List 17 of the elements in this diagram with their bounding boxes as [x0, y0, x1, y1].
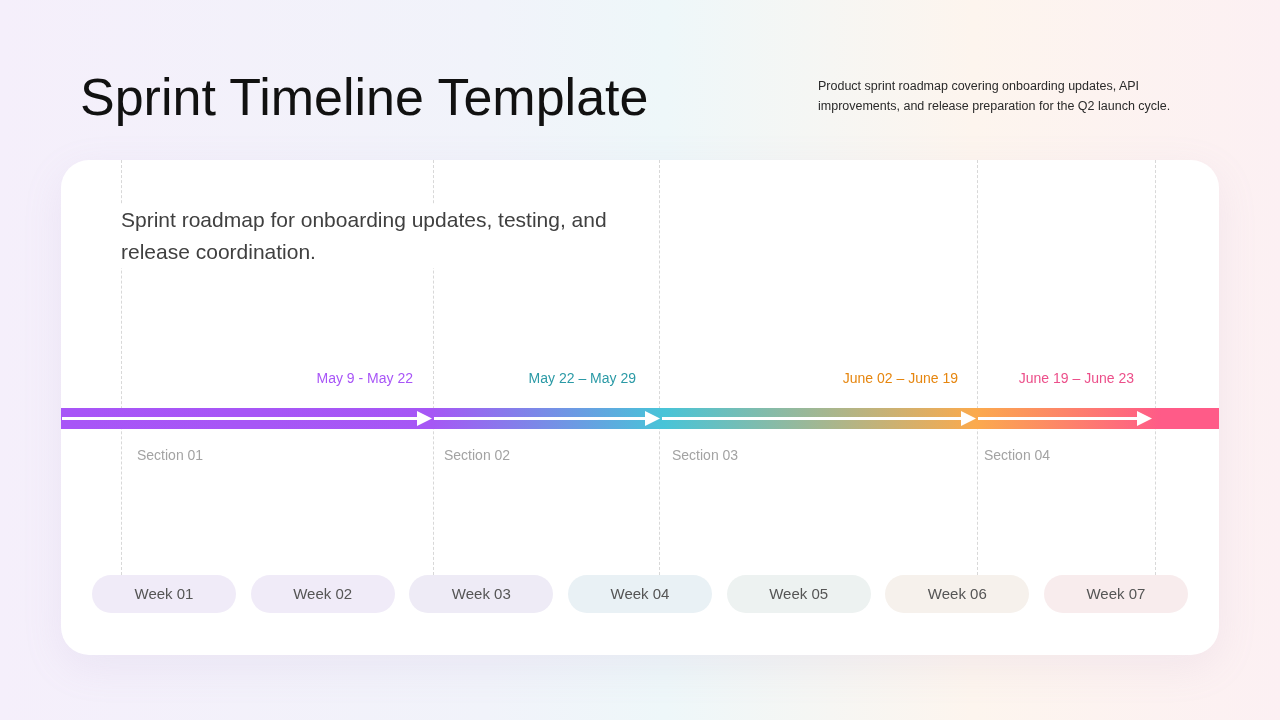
week-pill: Week 02	[250, 575, 395, 613]
week-pill: Week 04	[567, 575, 712, 613]
date-range-label: June 02 – June 19	[842, 369, 958, 387]
section-label: Section 04	[984, 446, 1051, 464]
section-label: Section 03	[672, 446, 739, 464]
week-pill: Week 01	[92, 575, 236, 613]
timeline-card	[61, 160, 1219, 655]
week-pill: Week 05	[726, 575, 871, 613]
section-label: Section 02	[444, 446, 511, 464]
week-pill: Week 07	[1043, 575, 1188, 613]
date-range-label: May 22 – May 29	[528, 369, 636, 387]
date-range-label: May 9 - May 22	[316, 369, 413, 387]
subtitle-text: Product sprint roadmap covering onboarding updates, API improvements, and release preparation for the Q2 launch cycle.	[818, 78, 1172, 115]
week-pill: Week 06	[885, 575, 1030, 613]
section-label: Section 01	[137, 446, 204, 464]
date-range-label: June 19 – June 23	[1018, 369, 1134, 387]
week-pill: Week 03	[409, 575, 554, 613]
